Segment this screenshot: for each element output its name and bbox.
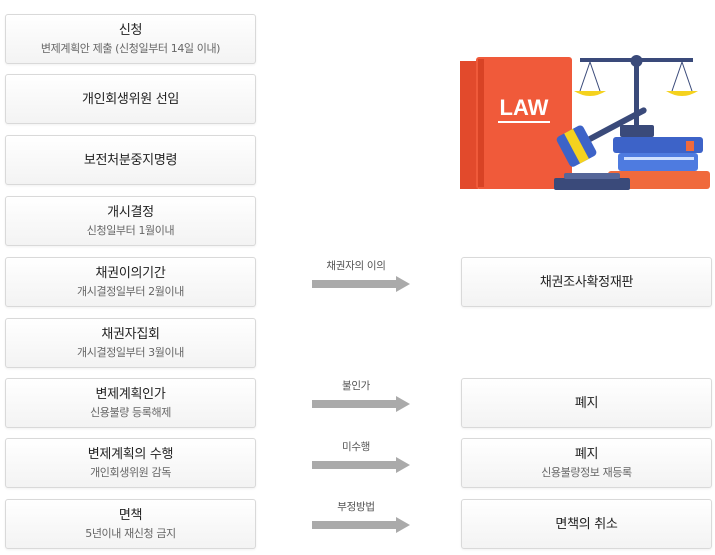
- step-trustee-appointment: 개인회생위원 선임: [5, 74, 256, 124]
- step-sub: 개인회생위원 감독: [90, 466, 171, 479]
- step-sub: 신청일부터 1월이내: [86, 224, 175, 237]
- outcome-title: 채권조사확정재판: [539, 274, 634, 290]
- step-title: 신청: [118, 23, 143, 38]
- book-title: LAW: [500, 95, 549, 120]
- law-illustration: LAW: [460, 55, 710, 190]
- step-sub: 개시결정일부터 2월이내: [77, 285, 184, 298]
- step-discharge: 면책 5년이내 재신청 금지: [5, 499, 256, 549]
- step-creditors-meeting: 채권자집회 개시결정일부터 3월이내: [5, 318, 256, 368]
- book-blue: [618, 153, 698, 171]
- step-title: 개인회생위원 선임: [81, 91, 180, 107]
- arrow-label: 미수행: [341, 441, 371, 453]
- outcome-discharge-revoked: 면책의 취소: [461, 499, 712, 549]
- step-objection-period: 채권이의기간 개시결정일부터 2월이내: [5, 257, 256, 307]
- gavel-block: [554, 178, 630, 190]
- step-title: 채권이의기간: [95, 266, 166, 281]
- step-title: 변제계획인가: [95, 387, 166, 402]
- arrow-label: 부정방법: [337, 501, 375, 513]
- step-title: 면책: [118, 508, 143, 523]
- scale-pan-left: [574, 91, 606, 96]
- right-arrow-icon: [312, 457, 410, 473]
- book-orange: [608, 171, 710, 189]
- step-apply: 신청 변제계획안 제출 (신청일부터 14일 이내): [5, 14, 256, 64]
- step-preservation-order: 보전처분중지명령: [5, 135, 256, 185]
- step-title: 채권자집회: [101, 327, 160, 342]
- step-plan-approval: 변제계획인가 신용불량 등록해제: [5, 378, 256, 428]
- outcome-title: 폐지: [574, 395, 599, 411]
- outcome-dismissal: 폐지: [461, 378, 712, 428]
- outcome-title: 면책의 취소: [555, 516, 618, 532]
- step-sub: 신용불량 등록해제: [90, 406, 171, 419]
- right-arrow-icon: [312, 276, 410, 292]
- step-sub: 5년이내 재신청 금지: [85, 527, 176, 540]
- outcome-sub: 신용불량정보 재등록: [541, 466, 632, 479]
- arrow-creditor-objection: 채권자의 이의: [312, 260, 412, 294]
- step-title: 변제계획의 수행: [87, 447, 174, 462]
- arrow-label: 채권자의 이의: [326, 260, 386, 272]
- step-plan-execution: 변제계획의 수행 개인회생위원 감독: [5, 438, 256, 488]
- arrow-not-executed: 미수행: [312, 441, 412, 475]
- step-title: 개시결정: [107, 205, 154, 220]
- step-commencement: 개시결정 신청일부터 1월이내: [5, 196, 256, 246]
- scale-pan-right: [666, 91, 698, 96]
- step-sub: 변제계획안 제출 (신청일부터 14일 이내): [40, 42, 221, 55]
- right-arrow-icon: [312, 517, 410, 533]
- gavel-icon: [556, 107, 647, 167]
- step-sub: 개시결정일부터 3월이내: [77, 346, 184, 359]
- arrow-fraud: 부정방법: [312, 501, 412, 535]
- arrow-label: 불인가: [341, 380, 371, 392]
- arrow-not-approved: 불인가: [312, 380, 412, 414]
- right-arrow-icon: [312, 396, 410, 412]
- outcome-dismissal-reregistration: 폐지 신용불량정보 재등록: [461, 438, 712, 488]
- book-dark-blue: [613, 137, 703, 153]
- step-title: 보전처분중지명령: [83, 152, 178, 168]
- outcome-claim-trial: 채권조사확정재판: [461, 257, 712, 307]
- outcome-title: 폐지: [574, 447, 599, 462]
